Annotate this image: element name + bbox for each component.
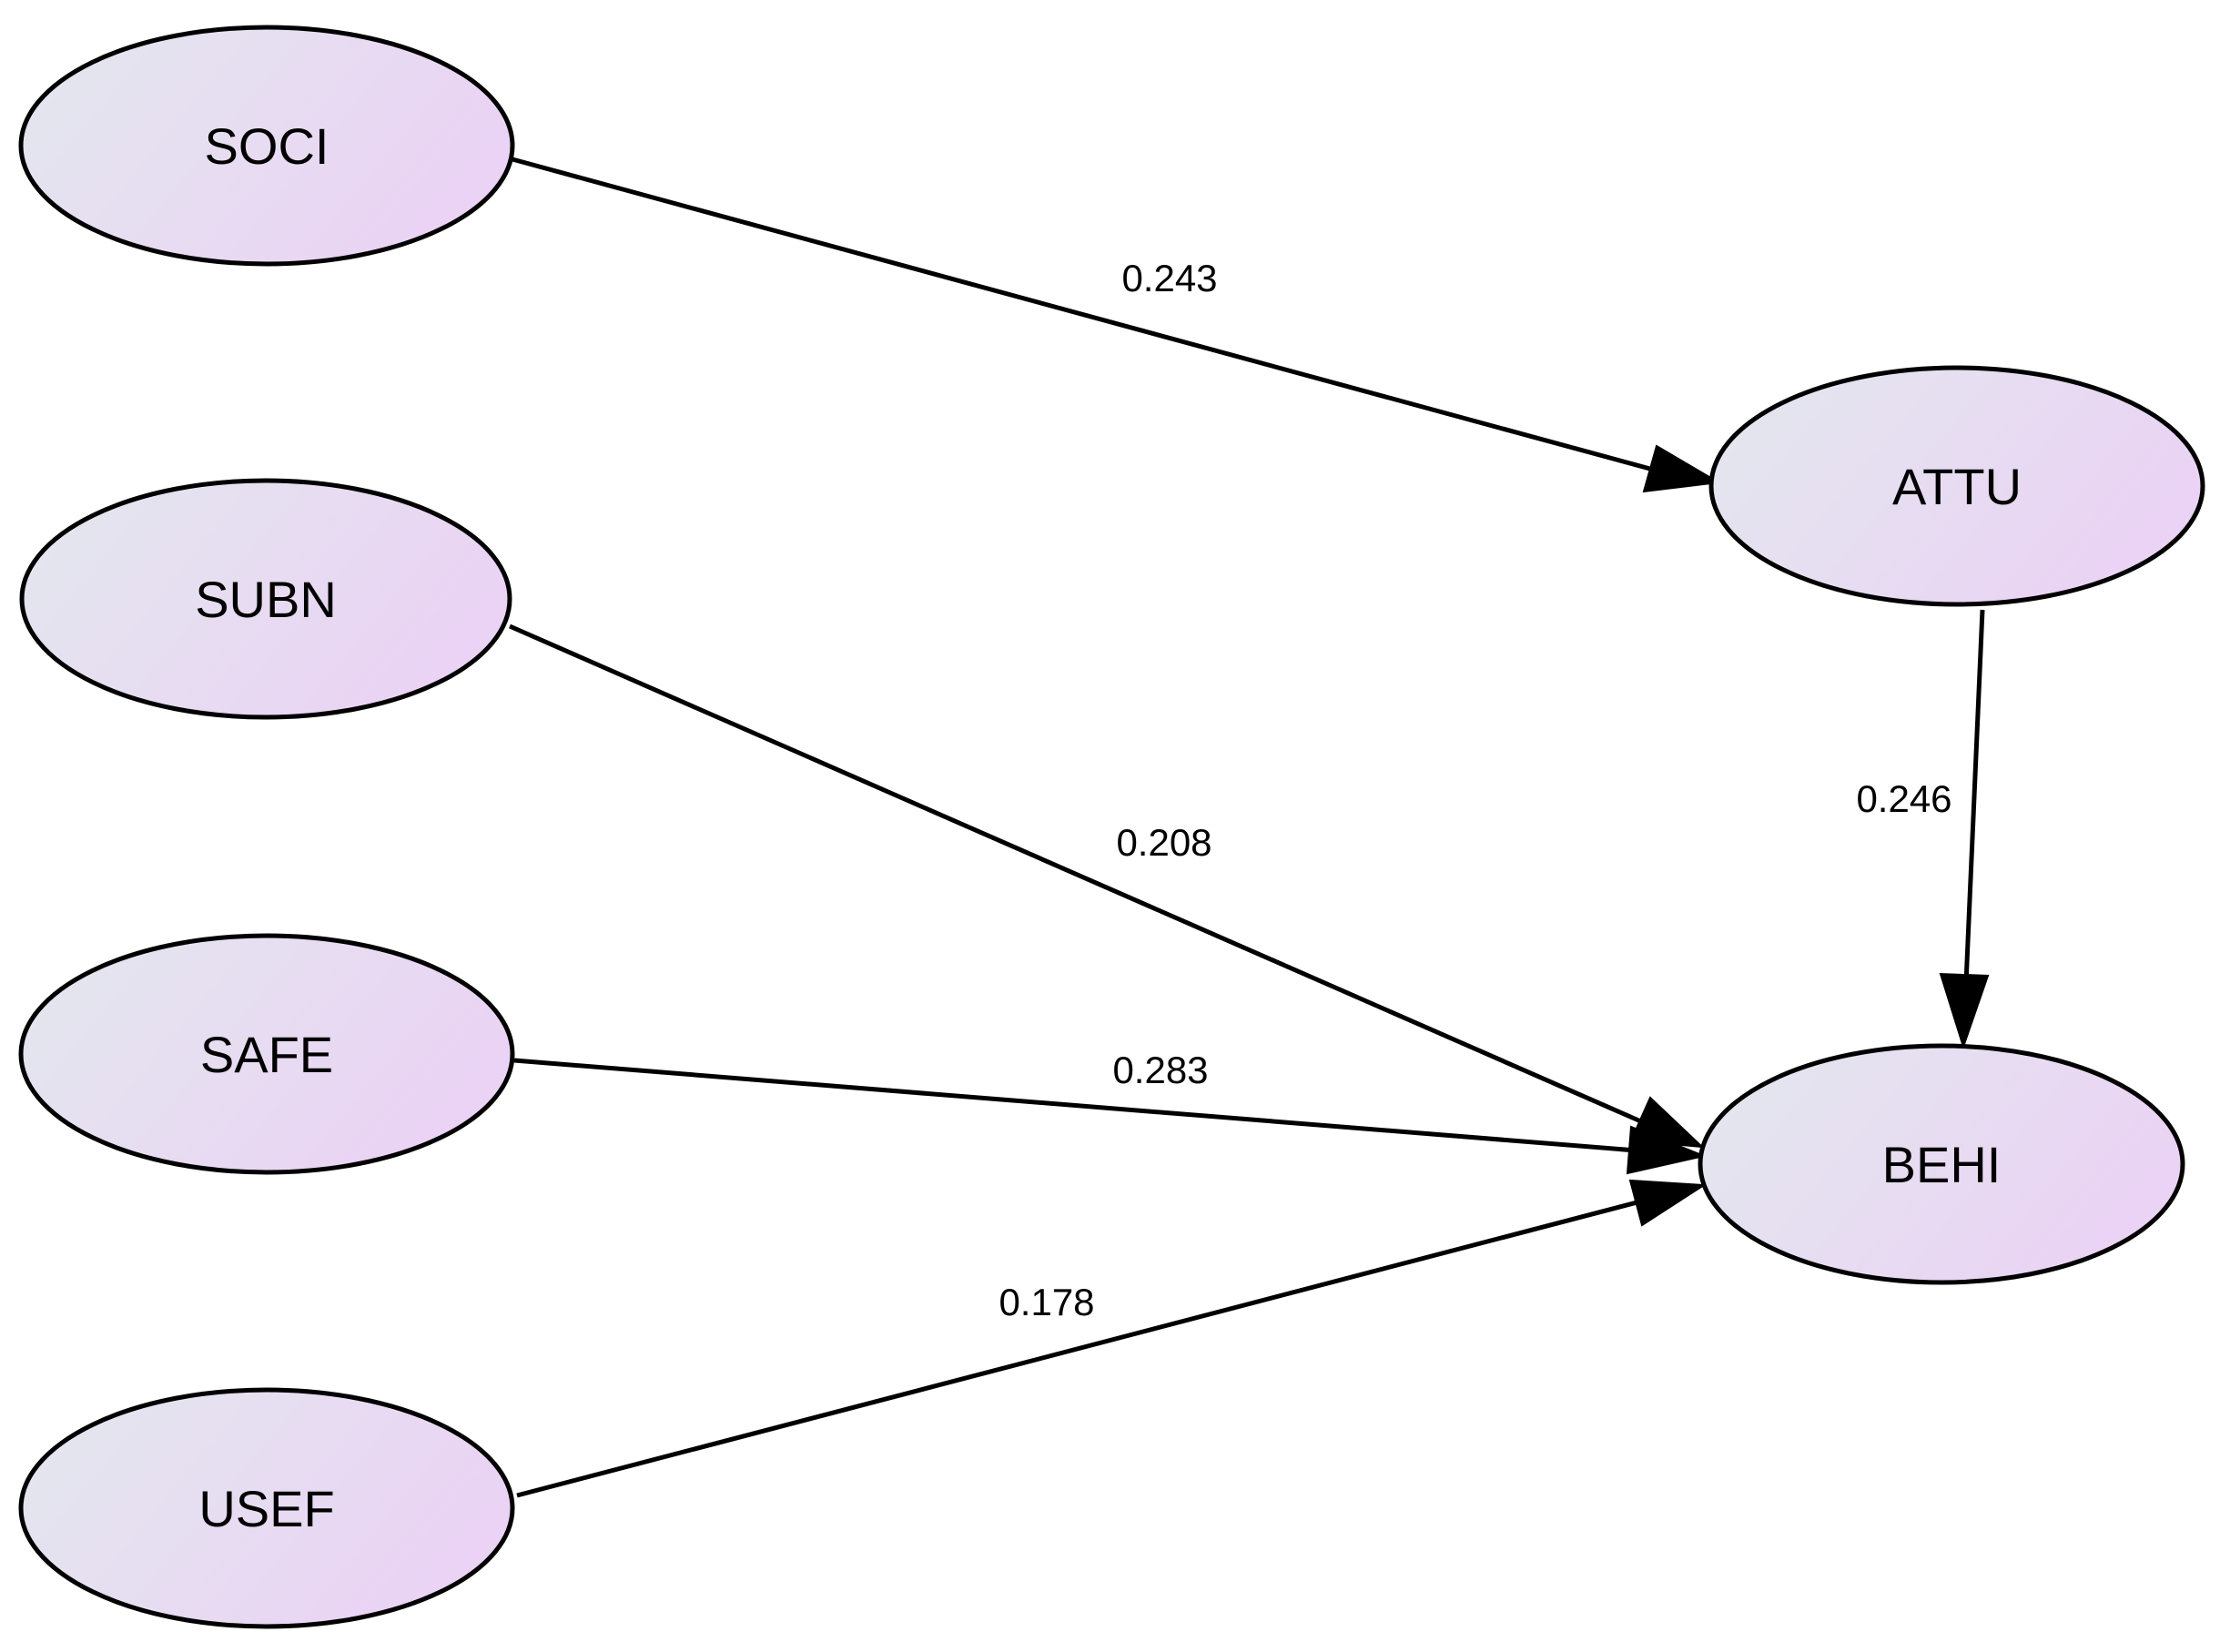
node-safe: SAFE <box>18 933 515 1175</box>
arrowhead-attu-behi <box>1939 972 1990 1050</box>
node-usef: USEF <box>18 1387 515 1629</box>
node-safe-label: SAFE <box>200 1026 333 1083</box>
arrowhead-safe-behi <box>1626 1125 1708 1175</box>
edge-soci-attu <box>512 157 1657 473</box>
edge-subn-behi <box>508 623 1645 1125</box>
node-safe-shape <box>18 933 515 1175</box>
node-soci-label: SOCI <box>205 117 329 175</box>
edge-attu-behi <box>1963 609 1985 984</box>
node-behi-label: BEHI <box>1882 1136 2002 1193</box>
node-usef-shape <box>18 1387 515 1629</box>
node-behi: BEHI <box>1698 1043 2185 1285</box>
node-subn-label: SUBN <box>195 571 337 628</box>
edge-safe-behi <box>513 1058 1648 1154</box>
edge-label-attu-behi: 0.246 <box>1856 777 1951 820</box>
edge-label-usef-behi: 0.178 <box>998 1281 1094 1323</box>
arrowhead-soci-attu <box>1642 444 1722 493</box>
edge-usef-behi <box>516 1197 1648 1498</box>
arrowhead-usef-behi <box>1628 1179 1708 1227</box>
edges <box>508 157 1985 1498</box>
node-attu: ATTU <box>1708 365 2205 607</box>
node-attu-label: ATTU <box>1892 458 2022 515</box>
node-subn: SUBN <box>19 478 512 720</box>
node-usef-label: USEF <box>198 1480 334 1537</box>
node-behi-shape <box>1698 1043 2185 1285</box>
edge-label-soci-attu: 0.243 <box>1121 257 1217 299</box>
edge-label-subn-behi: 0.208 <box>1116 821 1211 864</box>
node-subn-shape <box>19 478 512 720</box>
edge-label-safe-behi: 0.283 <box>1112 1049 1208 1091</box>
arrowheads <box>1626 444 1990 1227</box>
node-soci: SOCI <box>18 25 515 267</box>
node-soci-shape <box>18 25 515 267</box>
node-attu-shape <box>1708 365 2205 607</box>
